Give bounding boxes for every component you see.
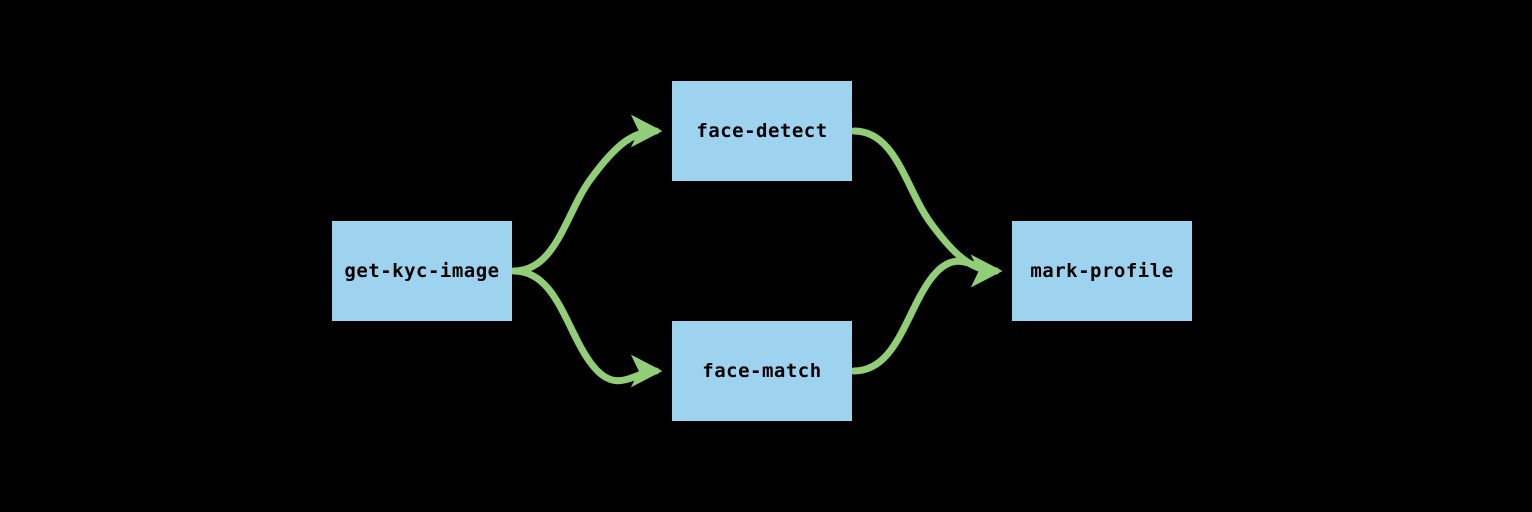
edge-face-detect-to-mark-profile bbox=[850, 127, 1003, 288]
node-label-face-detect: face-detect bbox=[696, 119, 828, 142]
edge-get-kyc-image-to-face-detect bbox=[510, 114, 663, 275]
node-label-mark-profile: mark-profile bbox=[1030, 259, 1174, 282]
node-face-detect[interactable]: face-detect bbox=[672, 81, 852, 181]
node-label-face-match: face-match bbox=[702, 359, 822, 382]
edge-get-kyc-image-to-face-match bbox=[510, 267, 663, 388]
edge-face-match-to-mark-profile bbox=[850, 254, 1003, 375]
node-label-get-kyc-image: get-kyc-image bbox=[344, 259, 500, 282]
node-mark-profile[interactable]: mark-profile bbox=[1012, 221, 1192, 321]
node-face-match[interactable]: face-match bbox=[672, 321, 852, 421]
node-get-kyc-image[interactable]: get-kyc-image bbox=[332, 221, 512, 321]
